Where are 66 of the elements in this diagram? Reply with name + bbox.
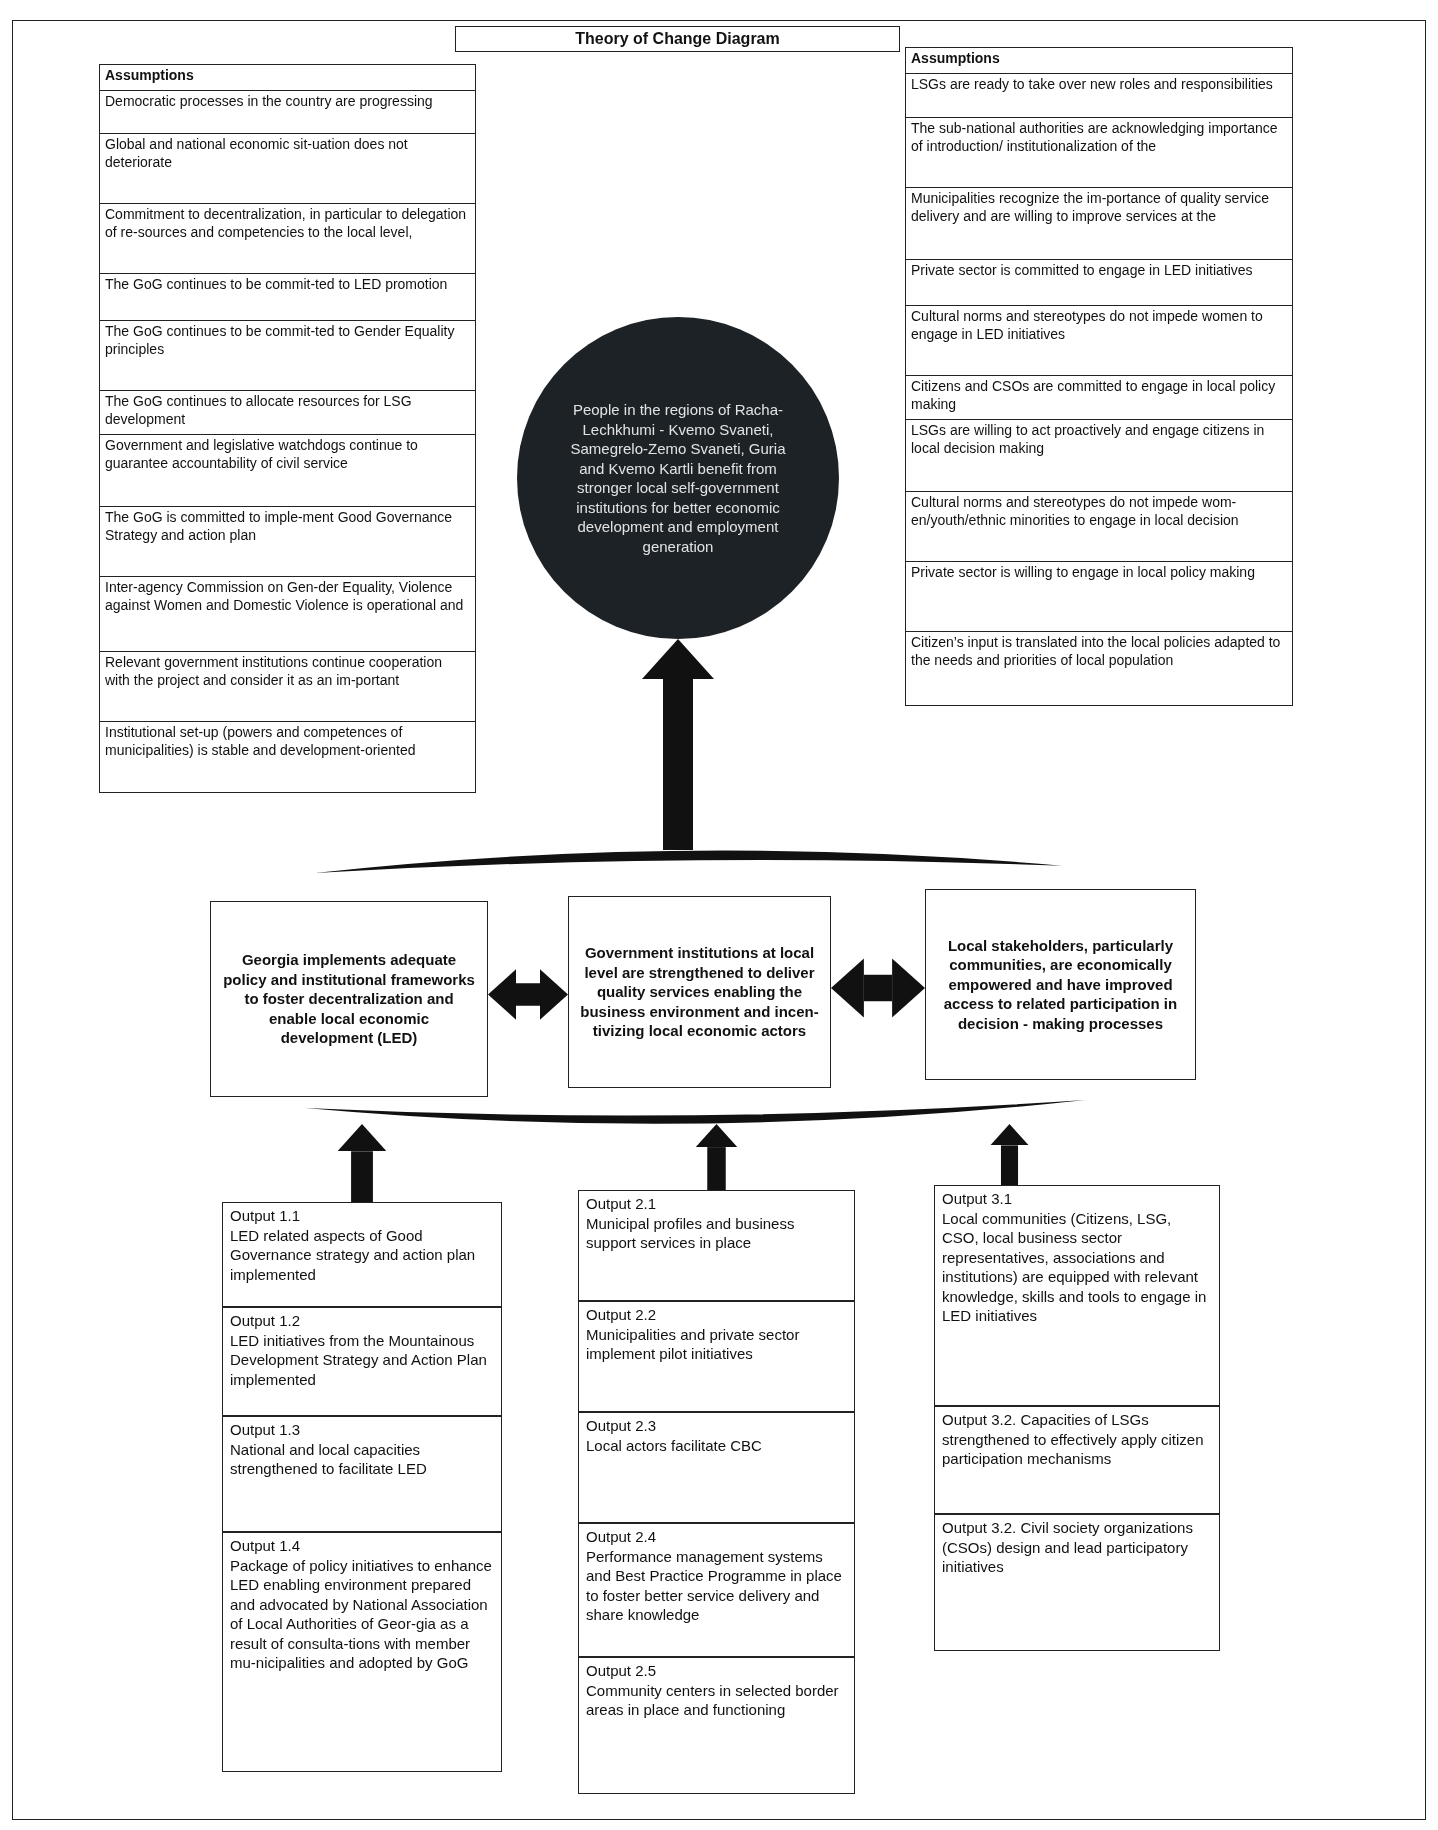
assumption-cell: Relevant government institutions continue cooperation with the project and consider it as an im-portant — [100, 652, 475, 722]
table-header: Assumptions — [100, 65, 475, 91]
output-box — [578, 1412, 855, 1523]
output-box — [222, 1307, 502, 1416]
output-heading: Output 2.1 — [586, 1194, 658, 1214]
output-heading: Output 2.4 — [586, 1527, 658, 1547]
output-text: Municipal profiles and business support services in place — [586, 1213, 796, 1253]
output-heading: Output 2.5 — [586, 1661, 658, 1681]
output-box — [578, 1301, 855, 1412]
assumption-cell: The sub-national authorities are acknowledging importance of introduction/ institutionalization of the — [906, 118, 1292, 188]
output-text: Community centers in selected border areas in place and functioning — [586, 1680, 840, 1720]
output-box: Output 3.2. Civil society organizations (CSOs) design and lead participatory initiatives — [934, 1514, 1220, 1651]
assumption-cell-text: Institutional set-up (powers and competences of municipalities) is stable and development-oriented — [104, 723, 417, 760]
output-box — [222, 1532, 502, 1772]
outcome-box: Local stakeholders, particularly communities, are economically empowered and have improved access to related participation in decision - making processes — [925, 889, 1196, 1080]
output-text: LED related aspects of Good Governance strategy and action plan implemented — [230, 1225, 477, 1284]
output-heading: Output 2.2 — [586, 1305, 658, 1325]
assumption-cell: Private sector is willing to engage in local policy making — [906, 562, 1292, 632]
assumption-cell: Private sector is committed to engage in LED initiatives — [906, 260, 1292, 306]
assumption-cell: The GoG continues to allocate resources for LSG development — [100, 391, 475, 435]
output-text: Local actors facilitate CBC — [586, 1435, 763, 1455]
assumption-cell: Democratic processes in the country are progressing — [100, 91, 475, 134]
assumption-cell: Cultural norms and stereotypes do not impede wom-en/youth/ethnic minorities to engage in local decision — [906, 492, 1292, 562]
output-heading: Output 1.4 — [230, 1536, 302, 1556]
output-box — [578, 1523, 855, 1657]
block-arrow — [337, 1124, 387, 1202]
assumption-cell: LSGs are willing to act proactively and engage citizens in local decision making — [906, 420, 1292, 492]
assumption-cell: The GoG is committed to imple-ment Good Governance Strategy and action plan — [100, 507, 475, 577]
output-heading: Output 1.3 — [230, 1420, 302, 1440]
diagram-title: Theory of Change Diagram — [455, 26, 900, 52]
assumption-cell: The GoG continues to be commit-ted to LED promotion — [100, 274, 475, 321]
block-arrow — [695, 1124, 738, 1190]
assumption-cell: Cultural norms and stereotypes do not impede women to engage in LED initiatives — [906, 306, 1292, 376]
block-arrow — [642, 639, 714, 850]
output-text: Package of policy initiatives to enhance LED enabling environment prepared and advocated by National Association of Local Authorities of Geor-gia as a result of consulta-tions with member mu-nicipalities and adopted by GoG — [230, 1555, 493, 1673]
assumption-cell: Global and national economic sit-uation does not deteriorate — [100, 134, 475, 204]
output-text: Municipalities and private sector implement pilot initiatives — [586, 1324, 801, 1364]
assumption-cell: LSGs are ready to take over new roles and responsibilities — [906, 74, 1292, 118]
double-arrow — [488, 969, 568, 1020]
output-box — [578, 1657, 855, 1794]
block-arrow — [990, 1124, 1029, 1185]
assumption-cell-text: Citizen’s input is translated into the local policies adapted to the needs and priorities of local population — [910, 633, 1282, 670]
output-heading: Output 1.2 — [230, 1311, 302, 1331]
assumption-cell: Municipalities recognize the im-portance of quality service delivery and are willing to improve services at the — [906, 188, 1292, 260]
output-box — [578, 1190, 855, 1301]
double-arrow — [831, 958, 925, 1018]
output-box — [222, 1416, 502, 1532]
assumption-cell: Commitment to decentralization, in particular to delegation of re-sources and competencies to the local level, — [100, 204, 475, 274]
output-heading: Output 2.3 — [586, 1416, 658, 1436]
output-text: Performance management systems and Best Practice Programme in place to foster better service delivery and share knowledge — [586, 1546, 843, 1625]
outcome-box: Government institutions at local level are strengthened to deliver quality services enabling the business environment and incen-tivizing local economic actors — [568, 896, 831, 1088]
assumption-cell: Inter-agency Commission on Gen-der Equality, Violence against Women and Domestic Violence is operational and — [100, 577, 475, 652]
table-header: Assumptions — [906, 48, 1292, 74]
output-text: LED initiatives from the Mountainous Development Strategy and Action Plan implemented — [230, 1330, 488, 1389]
output-heading: Output 3.1 — [942, 1189, 1014, 1209]
impact-circle: People in the regions of Racha-Lechkhumi - Kvemo Svaneti, Samegrelo-Zemo Svaneti, Guria and Kvemo Kartli benefit from stronger local self-government institutions for better economic development and employment generation — [517, 317, 839, 639]
output-text: Local communities (Citizens, LSG, CSO, local business sector representatives, associations and institutions) are equipped with relevant knowledge, skills and tools to engage in LED initiatives — [942, 1208, 1208, 1326]
output-box: Output 3.2. Capacities of LSGs strengthened to effectively apply citizen participation mechanisms — [934, 1406, 1220, 1514]
assumption-cell: The GoG continues to be commit-ted to Gender Equality principles — [100, 321, 475, 391]
outcome-box: Georgia implements adequate policy and institutional frameworks to foster decentralization and enable local economic development (LED) — [210, 901, 488, 1097]
output-box — [222, 1202, 502, 1307]
output-text: National and local capacities strengthened to facilitate LED — [230, 1439, 428, 1479]
assumption-cell: Government and legislative watchdogs continue to guarantee accountability of civil service — [100, 435, 475, 507]
output-heading: Output 1.1 — [230, 1206, 302, 1226]
assumption-cell: Citizens and CSOs are committed to engage in local policy making — [906, 376, 1292, 420]
output-box — [934, 1185, 1220, 1406]
